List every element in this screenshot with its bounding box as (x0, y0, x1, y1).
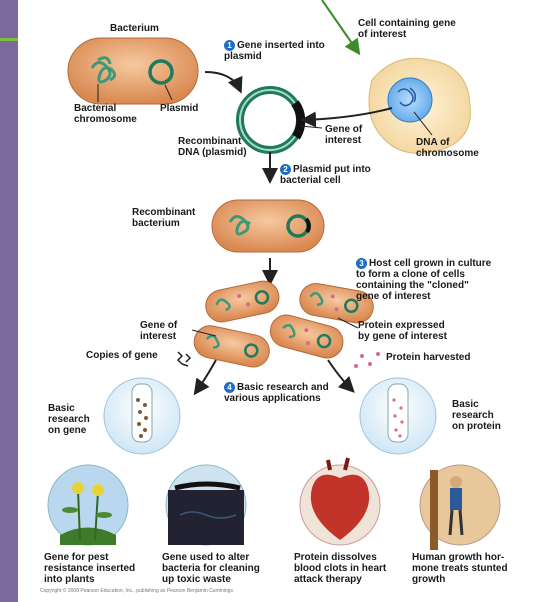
step1-badge: 1 (224, 40, 235, 51)
label-protein-expressed: Protein expressed by gene of interest (358, 320, 447, 342)
step1-text: Gene inserted into plasmid (224, 40, 325, 62)
label-bacterium: Bacterium (110, 23, 159, 34)
protein-dots-icon (354, 352, 380, 368)
step4-badge: 4 (224, 382, 235, 393)
label-copies-of-gene: Copies of gene (86, 350, 158, 361)
research-protein-circle (360, 378, 436, 454)
recombinant-bacterium (212, 200, 324, 252)
step3-text: Host cell grown in culture to form a clo… (356, 258, 491, 302)
label-basic-research-protein: Basic research on protein (452, 399, 501, 432)
step2-text: Plasmid put into bacterial cell (280, 164, 371, 186)
step3-badge: 3 (356, 258, 367, 269)
caption-plants: Gene for pest resistance inserted into p… (44, 552, 135, 585)
bacteria-clone (191, 278, 376, 370)
label-plasmid: Plasmid (160, 103, 198, 114)
label-gene-of-interest-top: Gene of interest (325, 124, 362, 146)
caption-toxic-waste: Gene used to alter bacteria for cleaning… (162, 552, 260, 585)
gene-insert-icon (295, 103, 301, 137)
nucleus-icon (388, 78, 432, 122)
step4-text: Basic research and various applications (224, 382, 329, 404)
research-gene-circle (104, 378, 180, 454)
label-bacterial-chromosome: Bacterial chromosome (74, 103, 137, 125)
label-basic-research-gene: Basic research on gene (48, 403, 90, 436)
copyright-notice: Copyright © 2008 Pearson Education, Inc.… (40, 588, 233, 594)
bacterium-top (68, 38, 198, 104)
label-recombinant-bacterium: Recombinant bacterium (132, 207, 195, 229)
plants-circle (48, 465, 128, 545)
caption-heart: Protein dissolves blood clots in heart a… (294, 552, 386, 585)
step2-badge: 2 (280, 164, 291, 175)
label-protein-harvested: Protein harvested (386, 352, 470, 363)
label-gene-of-interest-mid: Gene of interest (140, 320, 177, 342)
toxic-waste-circle (166, 465, 246, 545)
recombinant-plasmid (240, 90, 301, 150)
gene-copies-icon (178, 352, 190, 366)
label-recombinant-dna: Recombinant DNA (plasmid) (178, 136, 247, 158)
heart-circle (300, 458, 380, 545)
caption-growth: Human growth hor- mone treats stunted gr… (412, 552, 508, 585)
label-cell-gene: Cell containing gene of interest (358, 18, 456, 40)
slide-pointer-arrow (322, 0, 358, 52)
growth-circle (420, 465, 500, 550)
label-dna-chromosome: DNA of chromosome (416, 137, 479, 159)
